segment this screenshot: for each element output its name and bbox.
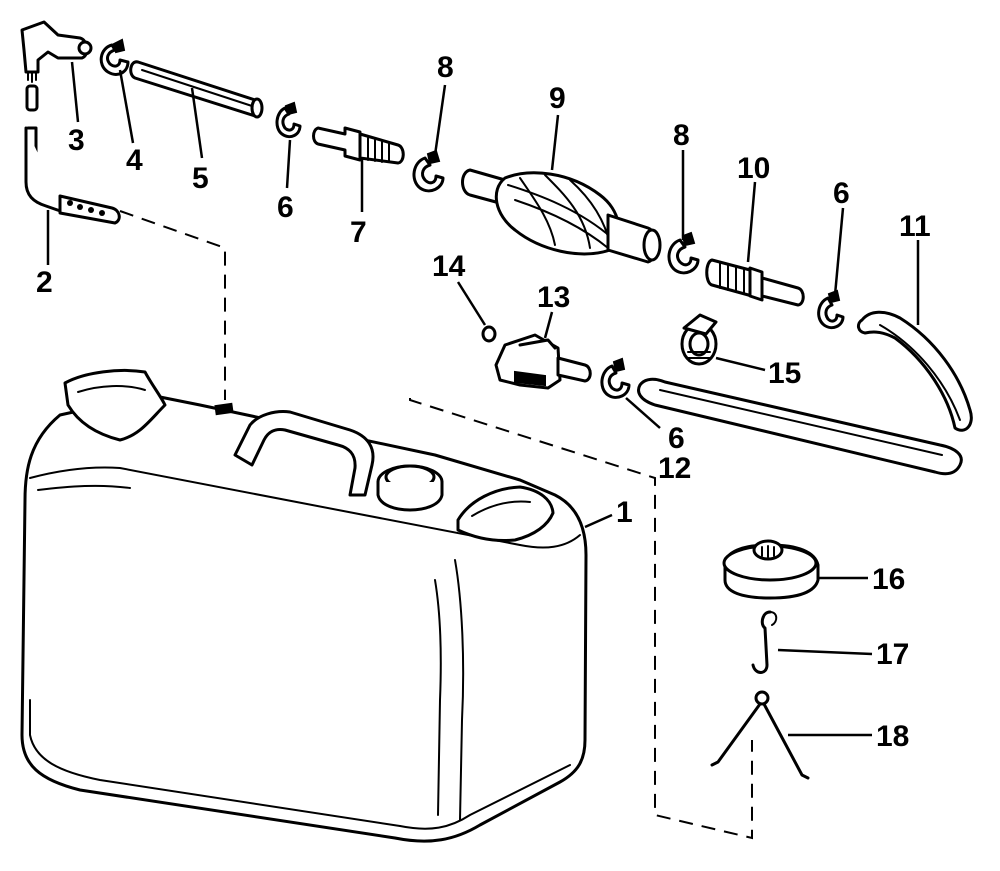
callout-14: 14 xyxy=(432,250,466,283)
hook xyxy=(751,610,778,674)
callout-6c: 6 xyxy=(668,422,685,455)
callout-15: 15 xyxy=(768,357,801,390)
primer-bulb xyxy=(461,168,662,264)
clamp-6b xyxy=(817,289,845,330)
clamp-8b xyxy=(667,231,700,275)
callout-7: 7 xyxy=(350,216,367,249)
check-valve-10 xyxy=(705,258,805,307)
callout-labels: 1 2 3 4 5 6 7 8 9 8 10 6 11 14 13 15 6 1… xyxy=(36,51,931,753)
clamp-6a xyxy=(275,101,302,139)
dashed-guide-lines xyxy=(119,210,753,840)
fuel-tank xyxy=(20,369,588,843)
callout-12: 12 xyxy=(658,452,691,485)
callout-6b: 6 xyxy=(833,177,850,210)
clamp-4 xyxy=(99,38,130,76)
callout-9: 9 xyxy=(549,82,566,115)
callout-18: 18 xyxy=(876,720,909,753)
callout-1: 1 xyxy=(616,496,633,529)
pickup-tube xyxy=(24,84,121,225)
callout-13: 13 xyxy=(537,281,570,314)
fuel-hose xyxy=(637,310,973,476)
o-ring xyxy=(481,325,497,343)
callout-3: 3 xyxy=(68,124,85,157)
filler-cap xyxy=(722,539,820,600)
elbow-fitting xyxy=(20,20,93,83)
clamp-6c xyxy=(600,357,631,399)
callout-2: 2 xyxy=(36,266,53,299)
tank-connector xyxy=(494,333,592,390)
hose-clamp xyxy=(680,313,718,366)
spring-retainer xyxy=(710,690,810,780)
callout-4: 4 xyxy=(126,144,143,177)
leader-lines xyxy=(46,61,920,737)
callout-8a: 8 xyxy=(437,51,454,84)
callout-10: 10 xyxy=(737,152,770,185)
check-valve-7 xyxy=(312,126,405,165)
callout-5: 5 xyxy=(192,162,209,195)
callout-8b: 8 xyxy=(673,119,690,152)
callout-11: 11 xyxy=(899,210,931,243)
hose-5 xyxy=(129,60,264,119)
callout-6a: 6 xyxy=(277,191,294,224)
callout-16: 16 xyxy=(872,563,905,596)
callout-17: 17 xyxy=(876,638,909,671)
clamp-8a xyxy=(412,149,445,193)
